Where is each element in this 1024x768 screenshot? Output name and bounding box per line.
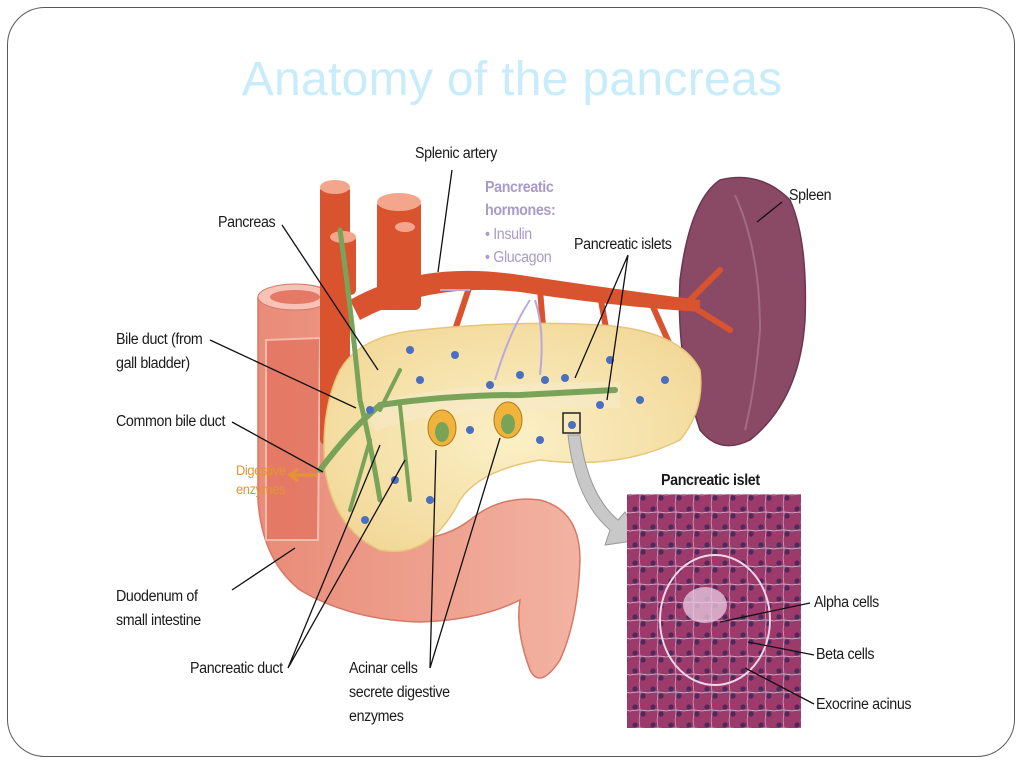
slide-title: Anatomy of the pancreas xyxy=(241,53,783,106)
leader-lines xyxy=(209,169,815,705)
label-hormone-insulin: • Insulin xyxy=(485,226,532,243)
spleen xyxy=(678,176,807,447)
label-hormones-title-2: hormones: xyxy=(485,202,556,219)
label-digestive-enzymes-2: enzymes xyxy=(236,481,285,497)
label-duodenum-2: small intestine xyxy=(116,612,201,629)
label-pancreatic-islets: Pancreatic islets xyxy=(574,236,672,253)
hormone-arrows xyxy=(440,289,543,381)
label-pancreatic-duct: Pancreatic duct xyxy=(190,660,283,677)
islet-highlight-box xyxy=(562,412,581,434)
enzyme-arrow xyxy=(287,467,318,483)
label-acinar-1: Acinar cells xyxy=(349,660,418,677)
label-bile-duct-2: gall bladder) xyxy=(116,355,190,372)
label-acinar-3: enzymes xyxy=(349,708,404,725)
acinar-cells xyxy=(427,401,523,447)
label-duodenum-1: Duodenum of xyxy=(116,588,198,605)
label-pancreatic-islet-inset: Pancreatic islet xyxy=(661,472,760,489)
label-beta-cells: Beta cells xyxy=(816,646,875,663)
label-hormone-glucagon: • Glucagon xyxy=(485,249,552,266)
label-hormones-title-1: Pancreatic xyxy=(485,179,554,196)
label-common-bile-duct: Common bile duct xyxy=(116,413,226,430)
label-digestive-enzymes-1: Digestive xyxy=(236,462,286,478)
label-exocrine-acinus: Exocrine acinus xyxy=(816,696,912,713)
label-acinar-2: secrete digestive xyxy=(349,684,450,701)
label-alpha-cells: Alpha cells xyxy=(814,594,879,611)
label-bile-duct-1: Bile duct (from xyxy=(116,331,203,348)
label-spleen: Spleen xyxy=(789,187,832,204)
label-pancreas: Pancreas xyxy=(218,214,276,231)
duodenum xyxy=(257,283,581,679)
label-splenic-artery: Splenic artery xyxy=(415,145,498,162)
